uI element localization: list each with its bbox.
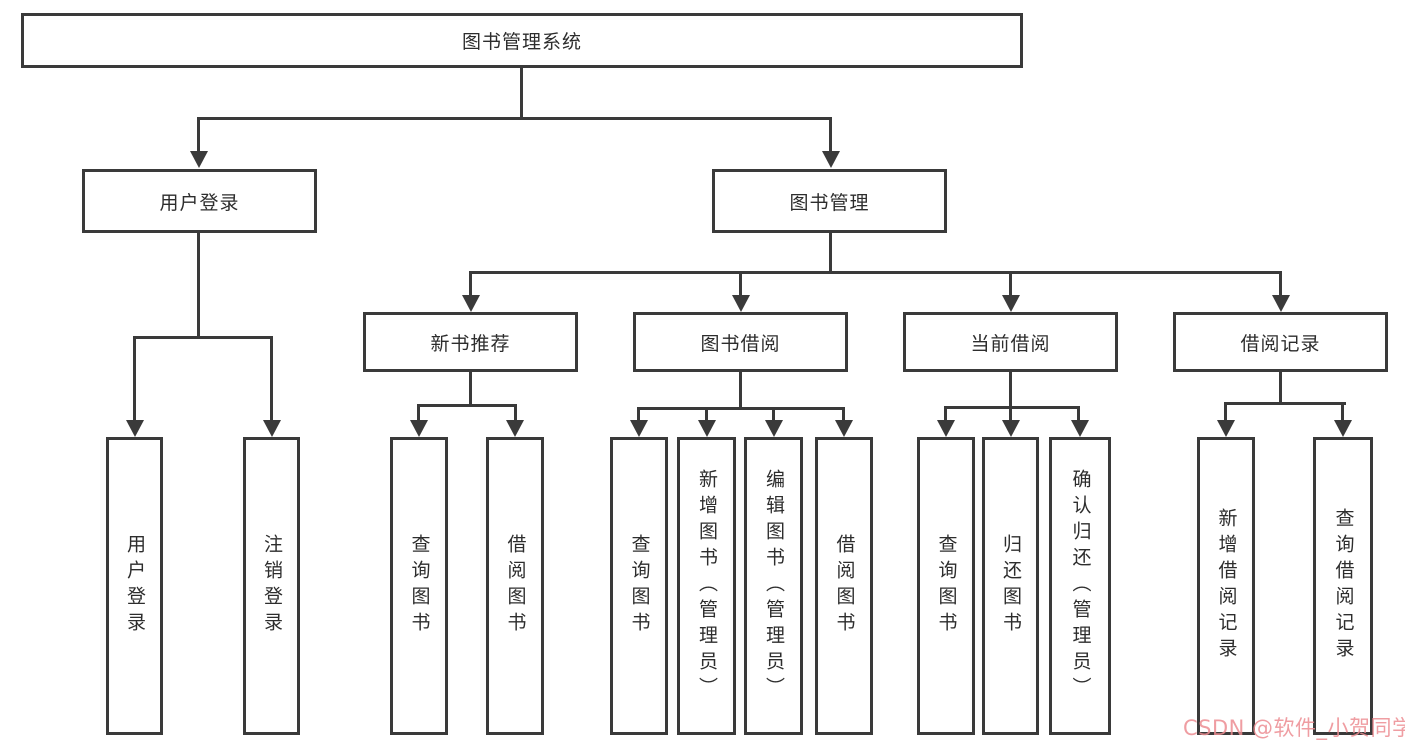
connector-line bbox=[739, 271, 742, 299]
connector-line bbox=[1009, 372, 1012, 409]
node-book-management-label: 图书管理 bbox=[789, 191, 870, 214]
leaf-label: 注销登录 bbox=[261, 534, 283, 638]
leaf-add-book-admin: 新增图书（管理员） bbox=[677, 437, 736, 735]
connector-line bbox=[417, 404, 420, 425]
leaf-return-book: 归还图书 bbox=[982, 437, 1039, 735]
connector-line bbox=[514, 404, 517, 425]
leaf-label: 查询图书 bbox=[408, 534, 431, 638]
connector-line bbox=[944, 406, 1080, 409]
connector-line bbox=[1279, 372, 1282, 405]
connector-line bbox=[772, 407, 775, 425]
connector-line bbox=[1009, 271, 1012, 299]
connector-line bbox=[1077, 406, 1080, 425]
leaf-add-borrow-record: 新增借阅记录 bbox=[1197, 437, 1255, 735]
connector-line bbox=[417, 404, 517, 407]
arrowhead-down bbox=[1002, 420, 1020, 437]
leaf-edit-book-admin: 编辑图书（管理员） bbox=[744, 437, 803, 735]
arrowhead-down bbox=[1217, 420, 1235, 437]
node-root: 图书管理系统 bbox=[21, 13, 1023, 68]
arrowhead-down bbox=[835, 420, 853, 437]
leaf-label: 归还图书 bbox=[1000, 534, 1022, 638]
leaf-label: 借阅图书 bbox=[833, 534, 856, 638]
csdn-watermark: CSDN @软件_小贺同学 bbox=[1183, 716, 1405, 740]
connector-line bbox=[1009, 406, 1012, 425]
connector-line bbox=[829, 233, 832, 274]
arrowhead-down bbox=[190, 151, 208, 168]
leaf-query-book-1: 查询图书 bbox=[390, 437, 448, 735]
connector-line bbox=[469, 271, 1282, 274]
leaf-label: 编辑图书（管理员） bbox=[763, 469, 785, 703]
connector-line bbox=[1224, 402, 1227, 425]
arrowhead-down bbox=[822, 151, 840, 168]
connector-line bbox=[270, 336, 273, 424]
connector-line bbox=[739, 372, 742, 410]
connector-line bbox=[705, 407, 708, 425]
connector-line bbox=[842, 407, 845, 425]
leaf-label: 借阅图书 bbox=[504, 534, 527, 638]
connector-line bbox=[197, 117, 200, 155]
leaf-label: 查询图书 bbox=[935, 534, 958, 638]
node-current-borrow: 当前借阅 bbox=[903, 312, 1118, 372]
connector-line bbox=[637, 407, 640, 425]
node-borrow-record: 借阅记录 bbox=[1173, 312, 1388, 372]
connector-line bbox=[1224, 402, 1346, 405]
leaf-query-borrow-record: 查询借阅记录 bbox=[1313, 437, 1373, 735]
leaf-label: 新增图书（管理员） bbox=[696, 469, 718, 703]
arrowhead-down bbox=[630, 420, 648, 437]
connector-line bbox=[1341, 402, 1344, 425]
leaf-logout: 注销登录 bbox=[243, 437, 300, 735]
arrowhead-down bbox=[506, 420, 524, 437]
leaf-label: 查询图书 bbox=[628, 534, 651, 638]
arrowhead-down bbox=[1002, 295, 1020, 312]
connector-line bbox=[1279, 271, 1282, 299]
node-user-login: 用户登录 bbox=[82, 169, 317, 233]
node-borrow-record-label: 借阅记录 bbox=[1240, 332, 1321, 355]
arrowhead-down bbox=[937, 420, 955, 437]
node-book-borrow-label: 图书借阅 bbox=[700, 332, 781, 355]
arrowhead-down bbox=[732, 295, 750, 312]
connector-line bbox=[944, 406, 947, 425]
arrowhead-down bbox=[263, 420, 281, 437]
connector-line bbox=[637, 407, 845, 410]
node-current-borrow-label: 当前借阅 bbox=[970, 332, 1051, 355]
arrowhead-down bbox=[765, 420, 783, 437]
leaf-query-book-3: 查询图书 bbox=[917, 437, 975, 735]
arrowhead-down bbox=[1334, 420, 1352, 437]
connector-line bbox=[133, 336, 273, 339]
leaf-label: 查询借阅记录 bbox=[1332, 508, 1355, 664]
node-user-login-label: 用户登录 bbox=[159, 191, 240, 214]
arrowhead-down bbox=[462, 295, 480, 312]
arrowhead-down bbox=[698, 420, 716, 437]
connector-line bbox=[469, 372, 472, 407]
connector-line bbox=[520, 67, 523, 119]
leaf-borrow-book-1: 借阅图书 bbox=[486, 437, 544, 735]
leaf-user-login: 用户登录 bbox=[106, 437, 163, 735]
leaf-confirm-return-admin: 确认归还（管理员） bbox=[1049, 437, 1111, 735]
connector-line bbox=[829, 117, 832, 155]
connector-line bbox=[469, 271, 472, 299]
node-new-book-recommend: 新书推荐 bbox=[363, 312, 578, 372]
leaf-borrow-book-2: 借阅图书 bbox=[815, 437, 873, 735]
connector-line bbox=[197, 117, 832, 120]
leaf-label: 用户登录 bbox=[124, 534, 146, 638]
arrowhead-down bbox=[126, 420, 144, 437]
leaf-label: 新增借阅记录 bbox=[1215, 508, 1238, 664]
arrowhead-down bbox=[1071, 420, 1089, 437]
leaf-query-book-2: 查询图书 bbox=[610, 437, 668, 735]
connector-line bbox=[197, 233, 200, 339]
leaf-label: 确认归还（管理员） bbox=[1069, 469, 1092, 703]
arrowhead-down bbox=[410, 420, 428, 437]
arrowhead-down bbox=[1272, 295, 1290, 312]
node-root-label: 图书管理系统 bbox=[461, 31, 582, 53]
node-book-borrow: 图书借阅 bbox=[633, 312, 848, 372]
connector-line bbox=[133, 336, 136, 424]
node-book-management: 图书管理 bbox=[712, 169, 947, 233]
node-new-book-recommend-label: 新书推荐 bbox=[430, 332, 511, 355]
